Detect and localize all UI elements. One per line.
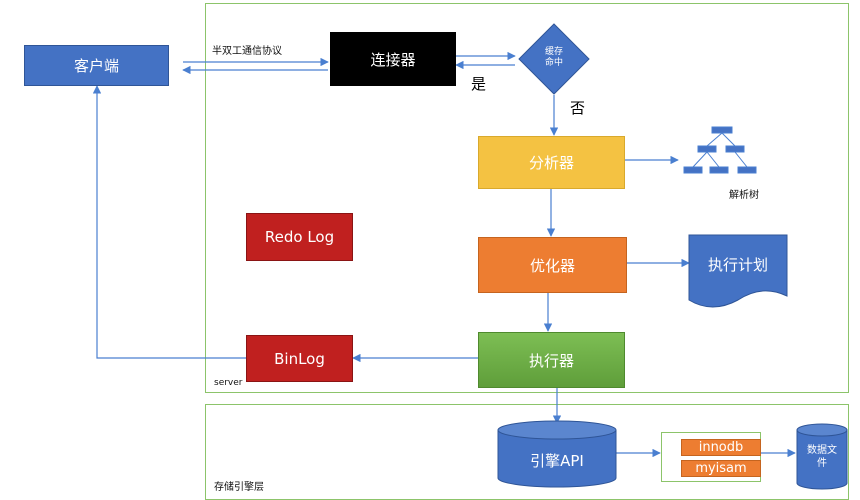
engine-myisam-label: myisam (695, 461, 747, 476)
redo-log-box: Redo Log (246, 213, 353, 261)
optimizer-box: 优化器 (478, 237, 627, 293)
redo-log-label: Redo Log (264, 228, 335, 246)
storage-layer-label: 存储引擎层 (214, 482, 264, 493)
execution-plan-label: 执行计划 (707, 256, 768, 274)
data-file-label-line2: 件 (817, 458, 827, 469)
engine-plugins-group (661, 432, 761, 482)
executor-label: 执行器 (528, 351, 574, 370)
binlog-box: BinLog (246, 335, 353, 382)
data-file-label-line1: 数据文 (807, 445, 837, 456)
data-file-cylinder (796, 423, 848, 490)
engine-api-label: 引擎API (530, 452, 584, 470)
parser-box: 分析器 (478, 136, 625, 189)
protocol-label: 半双工通信协议 (212, 46, 282, 57)
execution-plan-document (688, 234, 788, 308)
cache-no-label: 否 (570, 99, 586, 117)
parse-tree-label: 解析树 (729, 190, 759, 201)
parse-tree-icon (683, 126, 757, 174)
engine-innodb: innodb (681, 439, 761, 456)
cache-label-line2: 命中 (544, 58, 563, 68)
cache-diamond (518, 23, 590, 95)
server-frame (205, 3, 849, 393)
engine-myisam: myisam (681, 460, 761, 477)
cache-label-line1: 缓存 (544, 47, 563, 57)
connector-label: 连接器 (370, 50, 416, 69)
server-label: server (214, 378, 243, 388)
cache-yes-label: 是 (471, 75, 487, 93)
engine-innodb-label: innodb (698, 440, 744, 455)
arrow-binlog-to-client (92, 85, 246, 359)
cache-label: 缓存 命中 (530, 47, 578, 69)
connector-box: 连接器 (330, 32, 456, 86)
parser-label: 分析器 (528, 154, 574, 172)
engine-api-cylinder (497, 420, 617, 488)
optimizer-label: 优化器 (529, 256, 575, 275)
client-box: 客户端 (24, 45, 169, 86)
client-label: 客户端 (73, 57, 119, 75)
binlog-label: BinLog (274, 349, 325, 368)
data-file-label: 数据文 件 (797, 444, 847, 470)
executor-box: 执行器 (478, 332, 625, 388)
